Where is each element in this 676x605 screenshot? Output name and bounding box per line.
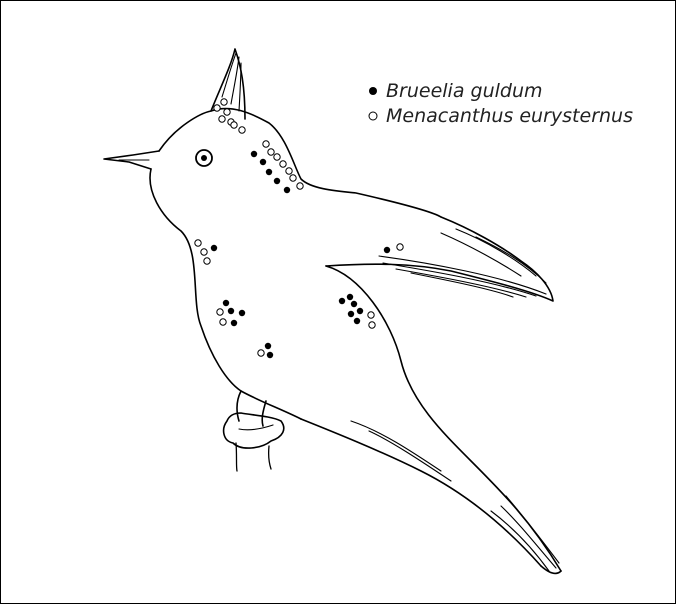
brueelia-marker [354,318,360,324]
menacanthus-marker [217,309,223,315]
menacanthus-marker [286,168,292,174]
menacanthus-marker [280,161,286,167]
brueelia-marker [357,308,363,314]
brueelia-marker [384,247,390,253]
menacanthus-marker [268,149,274,155]
brueelia-marker [231,320,237,326]
legend: Brueelia guldum Menacanthus eurysternus [369,80,633,127]
brueelia-marker [239,310,245,316]
menacanthus-marker [239,127,245,133]
brueelia-marker [351,301,357,307]
brueelia-marker [211,245,217,251]
brueelia-marker [265,343,271,349]
menacanthus-marker [220,319,226,325]
menacanthus-marker [263,141,269,147]
brueelia-marker [228,308,234,314]
menacanthus-marker [195,240,201,246]
brueelia-marker [251,151,257,157]
menacanthus-marker [297,183,303,189]
legend-filled-marker [369,87,377,95]
menacanthus-marker [201,249,207,255]
brueelia-marker [274,178,280,184]
menacanthus-marker [397,244,403,250]
brueelia-marker [284,187,290,193]
brueelia-marker [267,352,273,358]
menacanthus-marker [221,99,227,105]
brueelia-marker [339,298,345,304]
menacanthus-marker [231,122,237,128]
menacanthus-marker [224,109,230,115]
branch [224,413,284,448]
menacanthus-marker [219,116,225,122]
menacanthus-marker [214,105,220,111]
brueelia-marker [348,311,354,317]
bird-breast-outline [150,169,301,419]
brueelia-marker [266,169,272,175]
menacanthus-marker [258,350,264,356]
bird-drawing [104,49,561,573]
menacanthus-marker [204,258,210,264]
menacanthus-markers [195,99,403,356]
menacanthus-marker [290,175,296,181]
legend-label-brueelia: Brueelia guldum [386,80,543,102]
brueelia-marker [260,159,266,165]
brueelia-markers [211,151,390,358]
brueelia-marker [223,300,229,306]
menacanthus-marker [369,322,375,328]
menacanthus-marker [368,312,374,318]
legend-label-menacanthus: Menacanthus eurysternus [386,105,633,127]
legend-open-marker [369,112,377,120]
menacanthus-marker [274,154,280,160]
bird-underside [301,419,541,566]
brueelia-marker [347,294,353,300]
